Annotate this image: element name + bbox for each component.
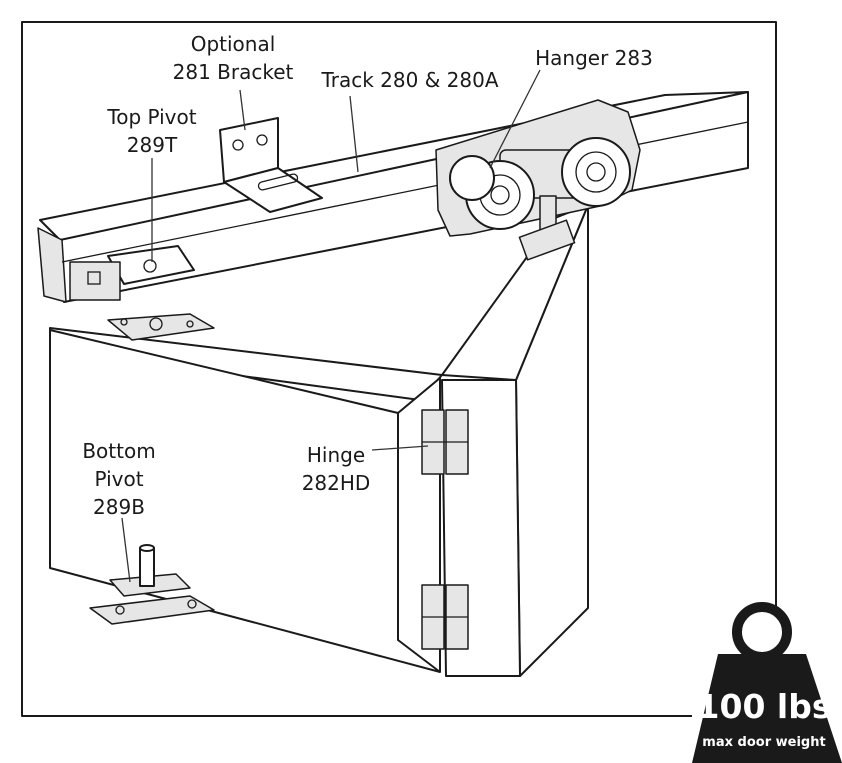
weight-icon-body — [692, 654, 842, 763]
hanger-plate — [518, 219, 576, 261]
hinge-282hd-upper — [421, 409, 469, 475]
hanger-wheel-back-left — [449, 155, 495, 201]
weight-caption: max door weight — [702, 735, 825, 750]
weight-badge: 100 lbs max door weight — [692, 602, 842, 763]
hanger-283 — [449, 137, 631, 261]
diagram-frame — [21, 21, 777, 717]
label-hinge: Hinge — [307, 443, 365, 467]
optional-bracket-281 — [219, 117, 323, 213]
weight-value: 100 lbs — [697, 687, 832, 726]
label-top-pivot: Top Pivot — [106, 105, 196, 129]
label-289t: 289T — [127, 133, 178, 157]
track-end-cap — [37, 227, 67, 303]
label-pivot: Pivot — [94, 467, 143, 491]
leader-hinge — [371, 445, 429, 451]
label-289b: 289B — [93, 495, 145, 519]
label-281-bracket: 281 Bracket — [173, 60, 294, 84]
weight-icon — [732, 602, 792, 662]
hinge-282hd-lower — [421, 584, 469, 650]
label-hanger: Hanger 283 — [535, 46, 653, 70]
leader-track — [349, 95, 359, 173]
label-bottom: Bottom — [82, 439, 155, 463]
left-panel-fold-edge — [397, 413, 441, 673]
label-optional: Optional — [191, 32, 276, 56]
leader-hanger — [489, 69, 541, 169]
label-track: Track 280 & 280A — [320, 68, 498, 92]
leader-bracket — [239, 89, 246, 131]
label-282hd: 282HD — [302, 471, 371, 495]
leader-bottom-pivot — [121, 517, 131, 583]
top-pivot-289t — [69, 245, 195, 301]
hanger-wheel-right — [561, 137, 631, 207]
